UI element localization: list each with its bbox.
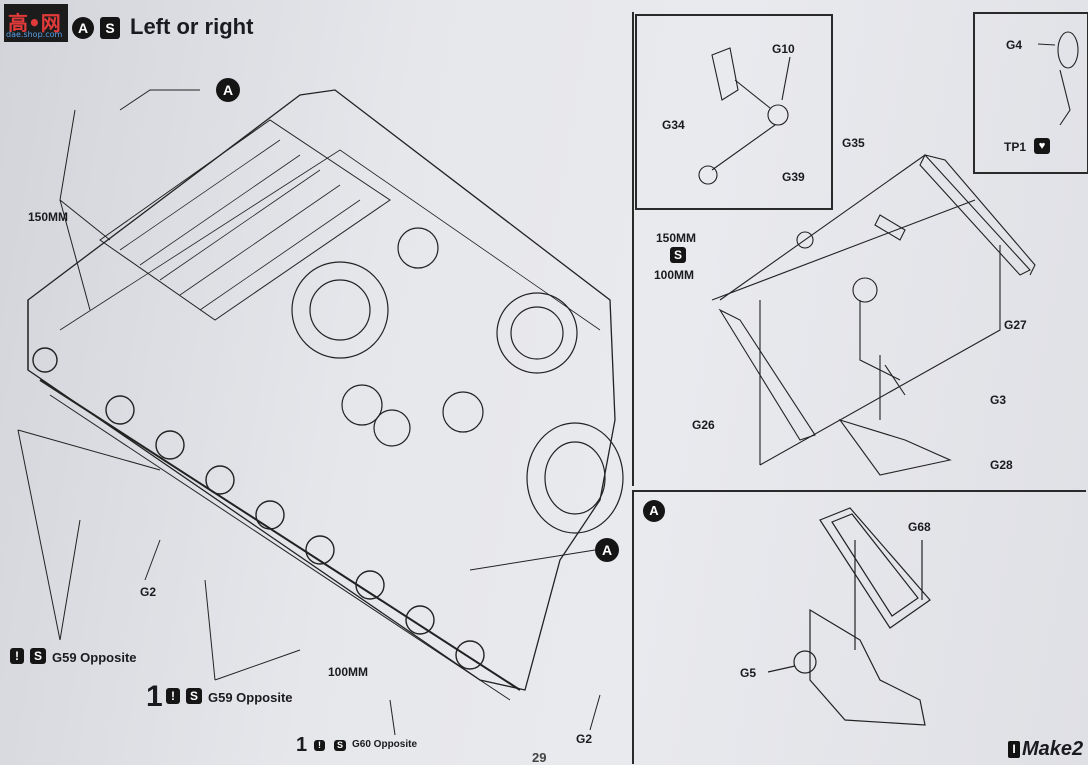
step-number-b: 1 [146,680,163,713]
leader-lines [17,89,601,736]
logo-sub: dae.shop.com [6,30,63,39]
header-badge-s: S [100,17,120,39]
brand-text: Make2 [1022,738,1084,760]
panel-mid [632,12,1086,486]
label-100mm: 100MM [328,665,369,679]
label-g60-opposite: G60 Opposite [352,739,418,750]
logo-main: 高•网 [8,11,61,35]
s-badge-mid: S [670,247,686,263]
label-g59-opposite-a: G59 Opposite [52,650,137,665]
label-g59-opposite-b: G59 Opposite [208,690,293,705]
label-g34: G34 [662,118,685,132]
label-g28: G28 [990,458,1013,472]
site-logo: 高•网 dae.shop.com [4,4,68,42]
s-icon: S [30,648,46,664]
panel-top-small-parts [698,47,791,185]
exclamation-icon: ! [314,740,325,751]
page-title: Left or right [130,14,254,39]
label-g4: G4 [1006,38,1023,52]
panel-bottom-badge-a: A [643,500,665,522]
step-number-c: 1 [296,734,308,756]
label-tp1: TP1 [1004,140,1027,154]
s-icon: S [186,688,202,704]
panel-top-right-parts [1037,31,1079,126]
label-150mm: 150MM [28,210,69,224]
label-g26: G26 [692,418,715,432]
hatches [291,227,624,534]
callout-a-top: A [216,78,240,102]
page-number: 29 [532,750,547,765]
label-g35: G35 [842,136,865,150]
label-g68: G68 [908,520,931,534]
panel-bottom-parts [767,507,931,726]
label-g10: G10 [772,42,795,56]
s-icon: S [334,740,346,751]
label-g3: G3 [990,393,1007,407]
wheels [32,347,485,670]
panel-bottom [632,490,1086,764]
panel-top-small [635,14,833,210]
label-g27: G27 [1004,318,1027,332]
label-100mm-mid: 100MM [654,268,695,282]
heart-icon: ♥ [1034,138,1050,154]
label-g39: G39 [782,170,805,184]
label-150mm-mid: 150MM [656,231,697,245]
label-g2-left: G2 [140,585,157,599]
brand-mark: I [1008,741,1020,758]
exclamation-icon: ! [166,688,180,704]
hull-outline [27,89,616,701]
panel-mid-parts [711,154,1036,476]
label-g5: G5 [740,666,757,680]
header-badge-a: A [72,17,94,39]
callout-a-bottom: A [595,538,619,562]
exclamation-icon: ! [10,648,24,664]
label-g2-right: G2 [576,732,593,746]
